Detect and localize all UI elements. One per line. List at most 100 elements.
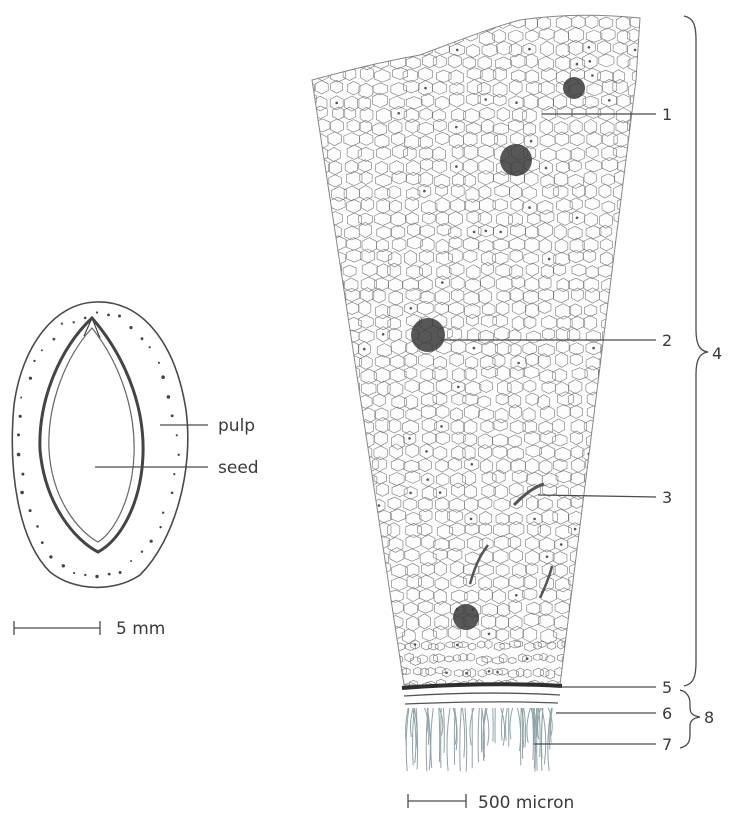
cell xyxy=(316,682,327,689)
cell xyxy=(644,44,659,59)
cell xyxy=(329,446,342,461)
cell xyxy=(617,278,629,291)
cell xyxy=(601,630,616,642)
cell xyxy=(631,185,643,198)
cell xyxy=(601,421,613,435)
cell xyxy=(628,616,643,629)
cell-nucleus xyxy=(378,504,381,507)
cell-nucleus xyxy=(591,74,594,77)
cell xyxy=(632,458,646,473)
cell xyxy=(329,419,344,433)
cell xyxy=(570,667,580,673)
cell xyxy=(629,419,644,432)
cell xyxy=(315,382,328,397)
pulp-dot xyxy=(36,525,39,528)
cell-nucleus xyxy=(465,672,468,675)
cell xyxy=(646,316,660,331)
cell xyxy=(315,418,329,433)
cell xyxy=(301,200,316,215)
cell xyxy=(300,562,314,576)
cell xyxy=(298,161,312,174)
cell xyxy=(615,239,630,252)
cell xyxy=(339,643,349,651)
cell xyxy=(301,643,309,649)
pulp-dot xyxy=(141,551,143,553)
cell xyxy=(390,16,404,31)
scale-bar-5mm-label: 5 mm xyxy=(116,619,165,639)
cell xyxy=(373,601,386,616)
cell xyxy=(313,237,327,249)
cell-nucleus xyxy=(471,463,474,466)
cell xyxy=(314,470,326,485)
cell xyxy=(331,457,344,471)
cell xyxy=(301,250,313,265)
cell xyxy=(370,682,381,689)
cell xyxy=(615,574,628,587)
cell xyxy=(362,486,374,498)
cell-nucleus xyxy=(320,583,323,586)
cell-nucleus xyxy=(635,478,638,481)
cell xyxy=(614,444,628,458)
cell xyxy=(298,327,311,342)
fruit-cross-section: pulp seed 5 mm xyxy=(12,302,258,639)
cell xyxy=(329,431,341,445)
cell xyxy=(615,600,629,613)
cell xyxy=(329,44,343,58)
cell xyxy=(330,602,345,616)
cell-nucleus xyxy=(652,333,655,336)
cell-nucleus xyxy=(335,102,338,105)
cell xyxy=(422,17,436,32)
cell xyxy=(645,239,659,254)
cell xyxy=(386,667,394,673)
cell xyxy=(644,81,658,93)
cell xyxy=(583,590,595,602)
epidermal-hair xyxy=(537,708,538,771)
cell-nucleus xyxy=(502,20,505,23)
cell-nucleus xyxy=(517,362,520,365)
cell xyxy=(329,548,344,562)
cell xyxy=(313,17,325,30)
cell xyxy=(302,302,315,314)
cell xyxy=(613,589,627,602)
cell-nucleus xyxy=(350,516,353,519)
epidermal-hair xyxy=(539,708,540,757)
cell xyxy=(362,535,378,550)
cell xyxy=(647,171,660,184)
cell xyxy=(332,29,344,42)
callout-8: 8 xyxy=(704,708,714,727)
cell xyxy=(643,471,657,486)
cell xyxy=(646,18,658,32)
cell-nucleus xyxy=(305,386,308,389)
cell xyxy=(645,212,657,225)
cell xyxy=(299,16,314,28)
cell xyxy=(347,640,357,647)
cell xyxy=(355,656,365,664)
cell xyxy=(433,29,449,44)
cell xyxy=(628,315,642,328)
cell xyxy=(328,525,341,538)
pulp-dot xyxy=(161,375,165,379)
cell xyxy=(599,589,612,602)
cell xyxy=(365,657,374,664)
cell xyxy=(316,405,329,419)
pulp-label: pulp xyxy=(218,416,255,436)
cell xyxy=(646,224,662,239)
cell xyxy=(586,497,599,511)
cell xyxy=(330,643,337,651)
cell xyxy=(302,548,315,561)
cell xyxy=(300,538,316,550)
cell-nucleus xyxy=(457,386,460,389)
cell-nucleus xyxy=(440,425,443,428)
cell xyxy=(306,668,317,676)
cell xyxy=(357,679,367,688)
cell xyxy=(420,30,434,43)
cell xyxy=(646,405,661,419)
cell xyxy=(299,472,313,485)
cell xyxy=(373,588,388,600)
cell-nucleus xyxy=(634,49,637,52)
cell xyxy=(299,210,311,225)
cell xyxy=(317,511,330,524)
cell xyxy=(646,667,656,676)
cell xyxy=(358,626,372,640)
